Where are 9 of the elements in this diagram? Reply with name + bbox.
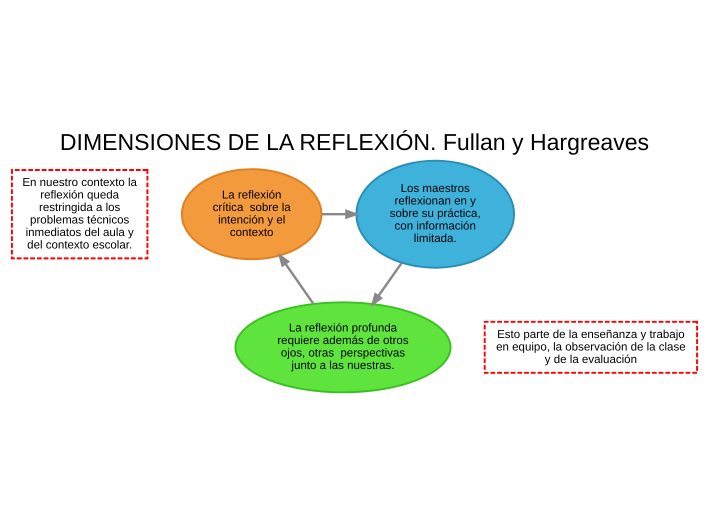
- node-ellipse: Los maestros reflexionan en y sobre su práctica, con información limitada.: [355, 160, 516, 269]
- node-ellipse: La reflexión crítica sobre la intención y el contexto: [180, 168, 322, 260]
- diagram-title: DIMENSIONES DE LA REFLEXIÓN. Fullan y Hargreaves: [60, 129, 650, 156]
- arrow: [278, 252, 314, 305]
- arrow: [370, 262, 403, 308]
- arrow: [322, 209, 360, 220]
- node-box: Esto parte de la enseñanza y trabajo en equipo, la observación de la clase y de la evaluación: [484, 320, 698, 374]
- node-ellipse: La reflexión profunda requiere además de otros ojos, otras perspectivas junto a las nuestras.: [234, 301, 452, 394]
- node-box: En nuestro contexto la reflexión queda restringida a los problemas técnicos inmediatos del aula y del contexto escolar.: [10, 169, 148, 260]
